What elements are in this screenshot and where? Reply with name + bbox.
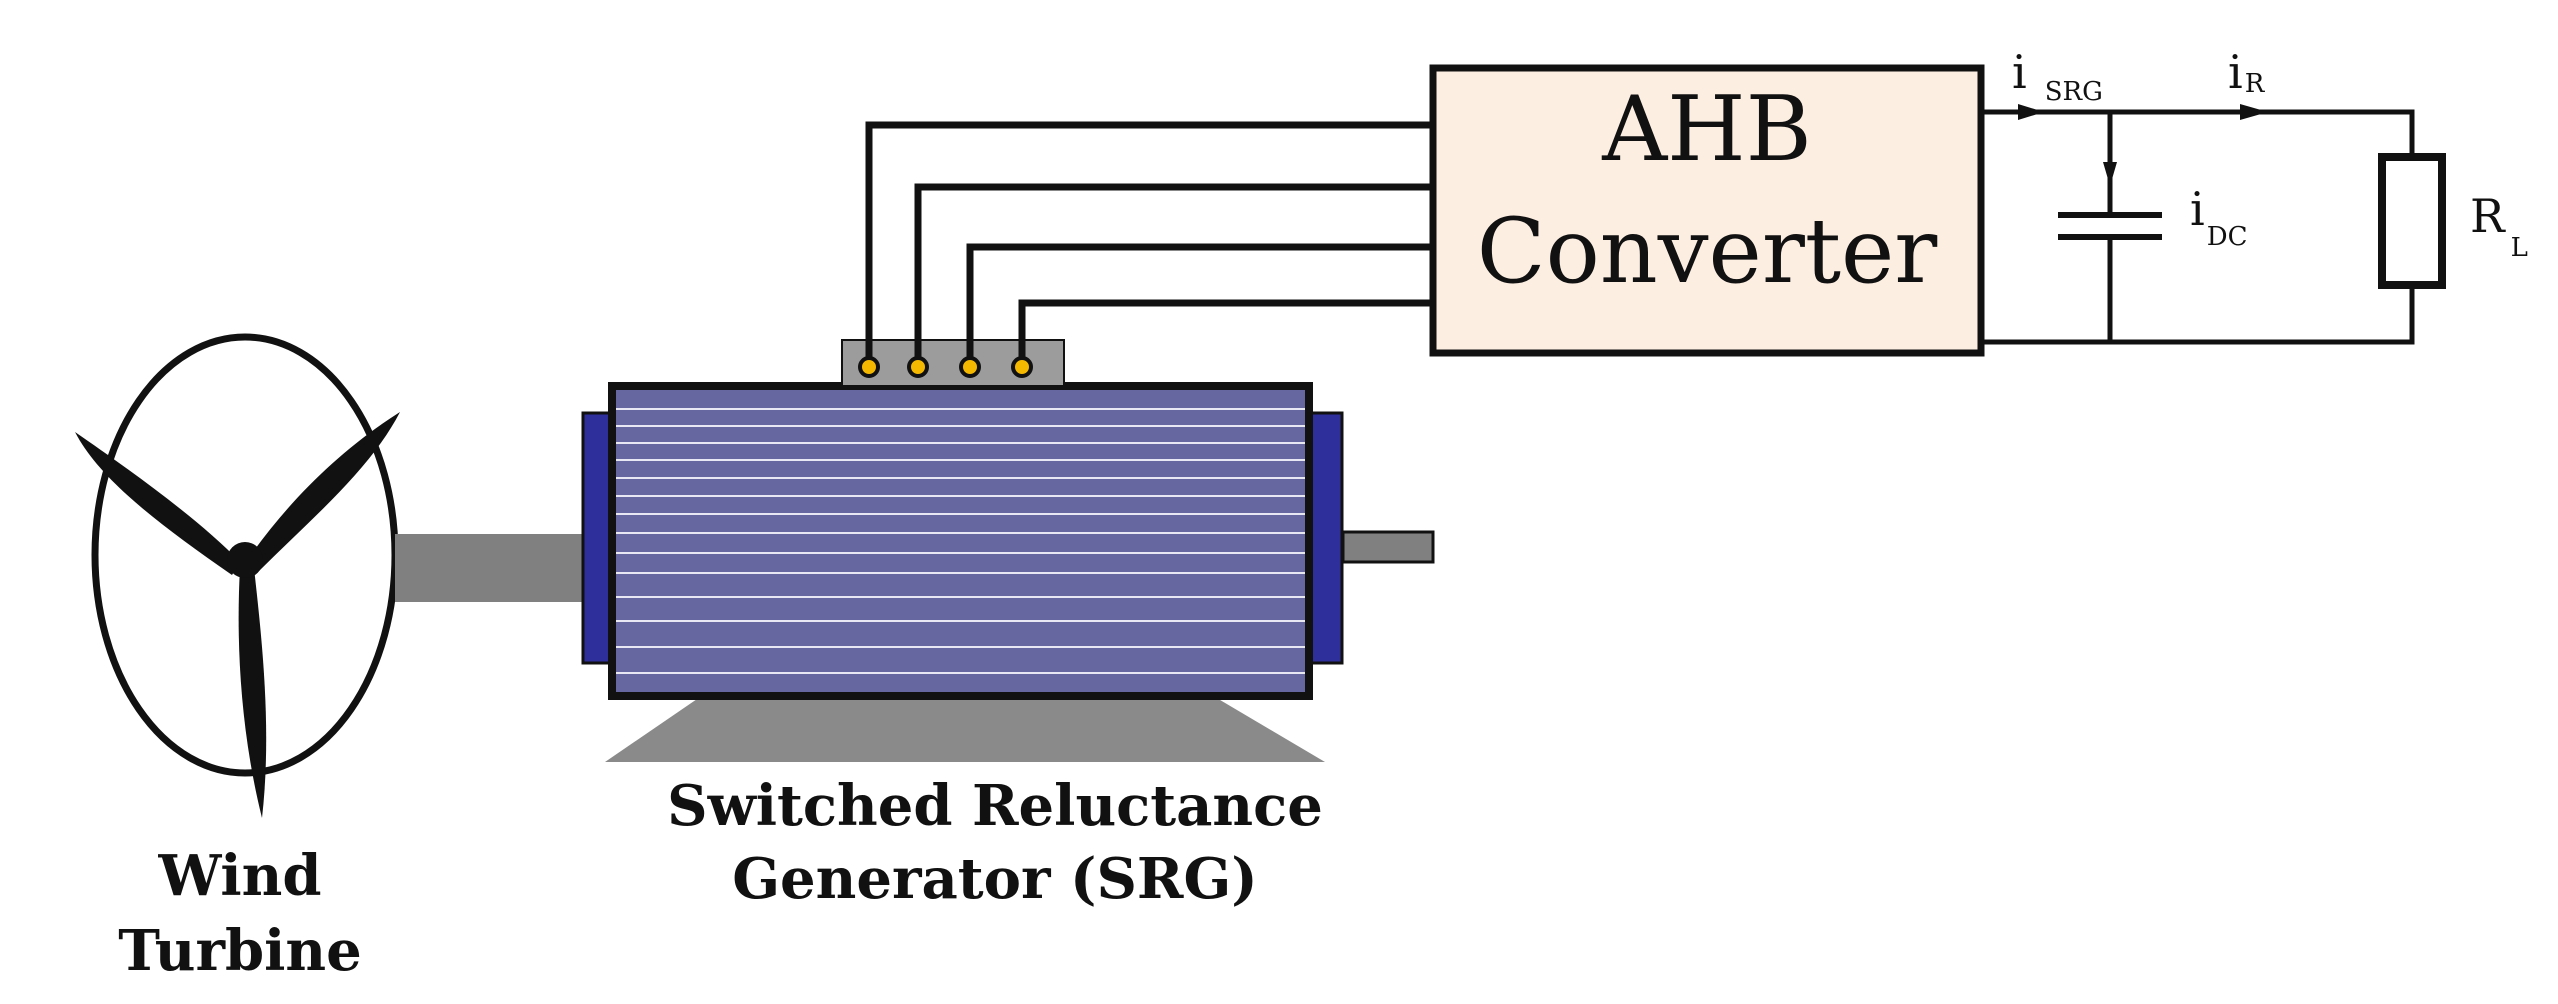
generator-caption-line2: Generator (SRG) — [732, 846, 1258, 912]
terminal-dot — [858, 356, 880, 378]
i-dc-label: iDC — [2190, 182, 2247, 252]
resistor-icon — [2378, 153, 2446, 289]
wind-turbine-icon — [75, 333, 400, 818]
terminal-dot — [959, 356, 981, 378]
dc-circuit-wires — [1981, 109, 2415, 345]
generator-icon — [581, 339, 1344, 762]
generator-caption-line1: Switched Reluctance — [667, 773, 1323, 839]
capacitor-icon — [2058, 212, 2162, 240]
i-r-arrow — [2240, 104, 2268, 120]
i-srg-arrow — [2018, 104, 2044, 120]
terminal-dot — [907, 356, 929, 378]
turbine-shaft — [395, 534, 595, 602]
i-dc-arrow — [2103, 162, 2117, 186]
load-resistor-label: RL — [2470, 189, 2528, 263]
converter-title-line1: AHB — [1601, 77, 1812, 182]
converter-title-line2: Converter — [1477, 199, 1939, 304]
turbine-caption-line2: Turbine — [118, 918, 362, 984]
i-r-label: iR — [2228, 45, 2266, 99]
cooling-fins — [616, 408, 1305, 674]
phase-wires — [865, 121, 1433, 360]
terminal-dot — [1011, 356, 1033, 378]
generator-base — [605, 697, 1325, 762]
output-shaft — [1341, 530, 1435, 564]
ahb-converter-block: AHB Converter — [1429, 64, 1985, 357]
turbine-caption-line1: Wind — [157, 843, 321, 909]
generator-body — [608, 382, 1313, 700]
